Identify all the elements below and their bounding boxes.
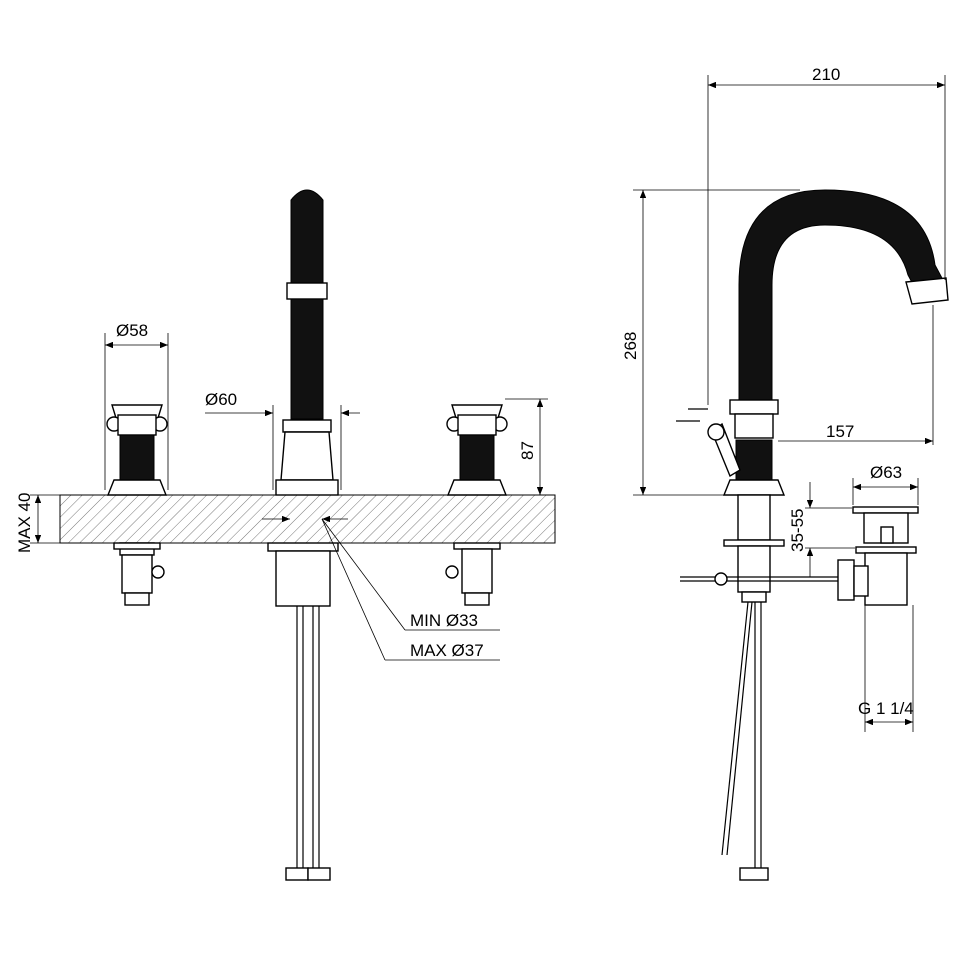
dim-drain-range: 35-55 [788, 509, 807, 552]
left-handle [106, 404, 168, 606]
front-view: Ø58 Ø60 87 MAX 40 MIN Ø33 MAX Ø37 [15, 189, 556, 881]
dim-min-hole: MIN Ø33 [410, 611, 478, 630]
dim-height: 268 [621, 332, 640, 360]
right-handle [445, 404, 508, 606]
countertop [59, 494, 556, 544]
dim-spout-base-diameter: Ø60 [205, 390, 237, 409]
side-dimensions: 210 268 157 Ø63 35-55 G 1 1/4 [621, 65, 946, 732]
dim-projection: 210 [812, 65, 840, 84]
dim-max-deck: MAX 40 [15, 493, 34, 553]
side-spout [676, 189, 949, 881]
dim-drain-diameter: Ø63 [870, 463, 902, 482]
front-spout [267, 189, 339, 881]
dim-handle-diameter: Ø58 [116, 321, 148, 340]
dim-spout-reach: 157 [826, 422, 854, 441]
side-view: 210 268 157 Ø63 35-55 G 1 1/4 [621, 65, 949, 881]
dim-max-hole: MAX Ø37 [410, 641, 484, 660]
front-dimensions: Ø58 Ø60 87 MAX 40 MIN Ø33 MAX Ø37 [15, 321, 555, 661]
dim-handle-height: 87 [518, 441, 537, 460]
drain [837, 506, 919, 606]
dim-drain-thread: G 1 1/4 [858, 699, 914, 718]
